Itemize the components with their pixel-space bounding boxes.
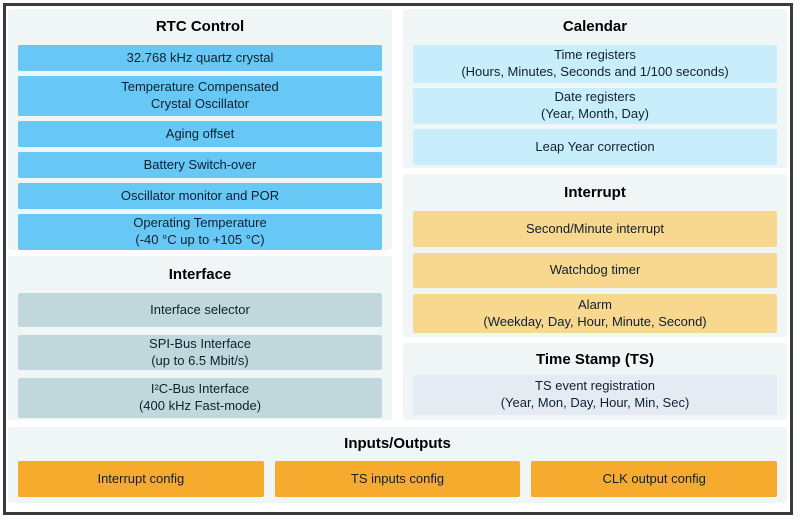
box-aging-offset: Aging offset (18, 121, 382, 147)
section-title-rtc-control: RTC Control (155, 18, 245, 35)
box-operating-temperature: Operating Temperature (-40 °C up to +105… (18, 214, 382, 250)
section-title-calendar: Calendar (562, 18, 628, 35)
box-alarm: Alarm (Weekday, Day, Hour, Minute, Secon… (413, 294, 777, 333)
box-leap-year-correction: Leap Year correction (413, 129, 777, 165)
section-title-interrupt: Interrupt (564, 184, 626, 201)
section-title-time-stamp: Time Stamp (TS) (535, 351, 655, 368)
panel-interrupt: Interrupt Second/Minute interrupt Watchd… (403, 174, 787, 337)
box-interrupt-config: Interrupt config (18, 461, 264, 497)
box-ts-inputs-config: TS inputs config (274, 461, 521, 497)
box-clk-output-config: CLK output config (531, 461, 778, 497)
box-interface-selector: Interface selector (18, 293, 382, 327)
panel-interface: Interface Interface selector SPI-Bus Int… (8, 256, 392, 420)
box-ts-event-registration: TS event registration (Year, Mon, Day, H… (413, 375, 777, 415)
box-spi-bus-interface: SPI-Bus Interface (up to 6.5 Mbit/s) (18, 335, 382, 370)
panel-inputs-outputs: Inputs/Outputs Interrupt config TS input… (8, 427, 787, 503)
box-oscillator-monitor-por: Oscillator monitor and POR (18, 183, 382, 209)
panel-rtc-control: RTC Control 32.768 kHz quartz crystal Te… (8, 9, 392, 250)
io-box-row: Interrupt config TS inputs config CLK ou… (18, 461, 778, 497)
box-time-registers: Time registers (Hours, Minutes, Seconds … (413, 45, 777, 83)
box-i2c-bus-interface: I²C-Bus Interface (400 kHz Fast-mode) (18, 378, 382, 418)
panel-calendar: Calendar Time registers (Hours, Minutes,… (403, 9, 787, 168)
box-date-registers: Date registers (Year, Month, Day) (413, 88, 777, 124)
box-watchdog-timer: Watchdog timer (413, 253, 777, 288)
section-title-inputs-outputs: Inputs/Outputs (344, 435, 451, 452)
box-second-minute-interrupt: Second/Minute interrupt (413, 211, 777, 247)
box-battery-switch-over: Battery Switch-over (18, 152, 382, 178)
panel-time-stamp: Time Stamp (TS) TS event registration (Y… (403, 343, 787, 420)
box-quartz-crystal: 32.768 kHz quartz crystal (18, 45, 382, 71)
box-tcxo: Temperature Compensated Crystal Oscillat… (18, 76, 382, 116)
section-title-interface: Interface (168, 266, 232, 283)
